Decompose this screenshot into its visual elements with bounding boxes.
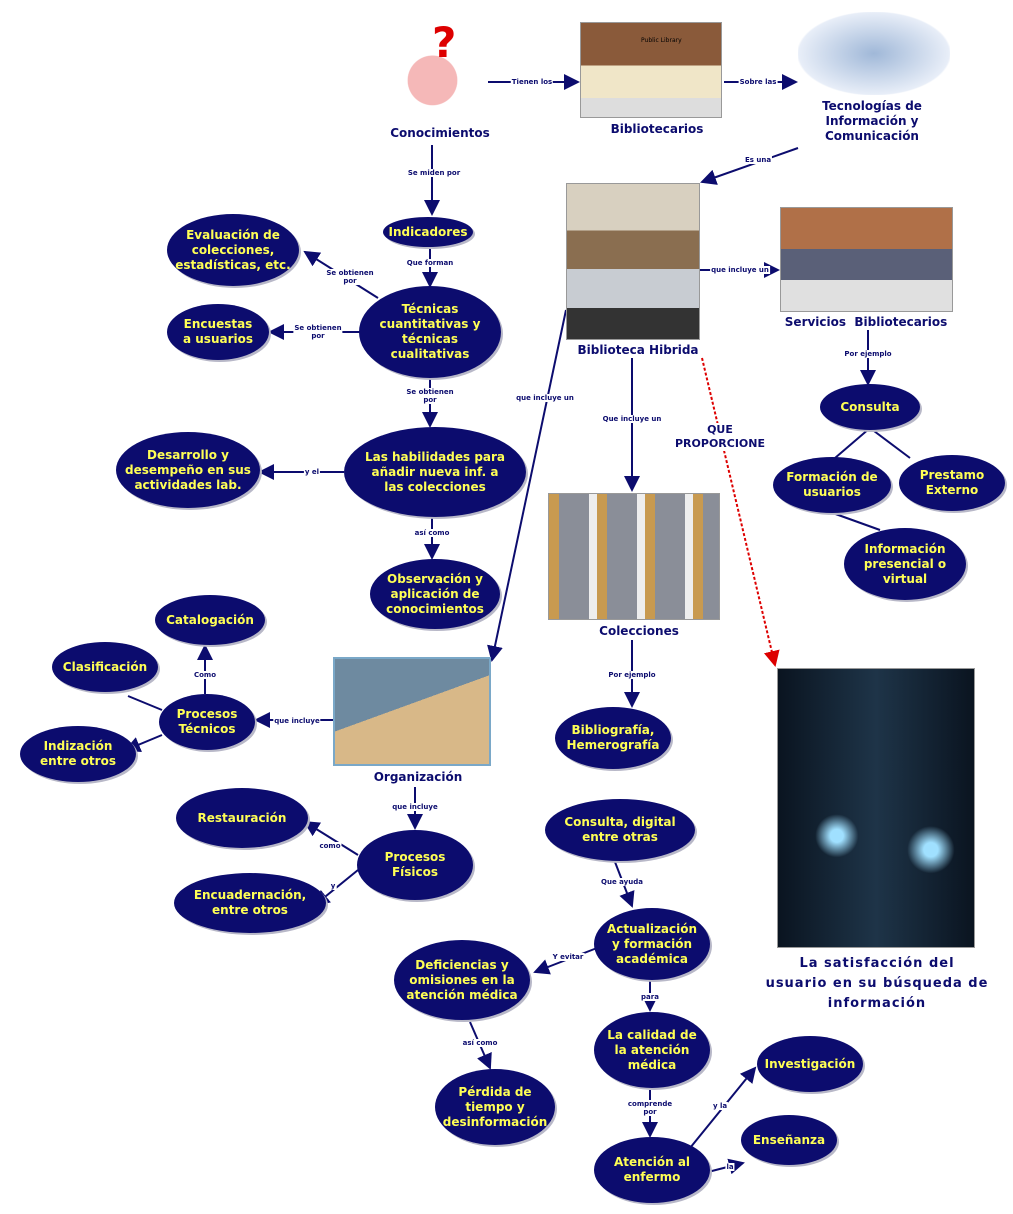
link-por-ejemplo-2: Por ejemplo <box>607 671 657 679</box>
link-por-ejemplo-1: Por ejemplo <box>843 350 893 358</box>
node-procesos-tecnicos: Procesos Técnicos <box>159 694 255 750</box>
node-consulta-digital: Consulta, digital entre otras <box>545 799 695 861</box>
node-evaluacion: Evaluación de colecciones, estadísticas,… <box>167 214 299 286</box>
node-calidad: La calidad de la atención médica <box>594 1012 710 1088</box>
node-indicadores: Indicadores <box>383 217 473 247</box>
link-comprende: comprende por <box>626 1100 674 1116</box>
tic-label: Tecnologías de Información y Comunicació… <box>822 99 922 143</box>
organizacion-label: Organización <box>373 770 463 784</box>
satisfaccion-label: La satisfacción del usuario en su búsque… <box>765 956 989 1011</box>
node-encuadernacion: Encuadernación, entre otros <box>174 873 326 933</box>
node-deficiencias: Deficiencias y omisiones en la atención … <box>394 940 530 1020</box>
link-miden: Se miden por <box>406 169 462 177</box>
public-library-sign: Public Library <box>641 37 682 44</box>
link-es-una: Es una <box>743 156 773 164</box>
link-como-2: como <box>318 842 342 850</box>
node-observacion: Observación y aplicación de conocimiento… <box>370 559 500 629</box>
link-obtienen-2: Se obtienen por <box>293 324 343 340</box>
link-tienen: Tienen los <box>510 78 554 86</box>
link-ayuda: Que ayuda <box>600 878 644 886</box>
node-bibliografia: Bibliografía, Hemerografía <box>555 707 671 769</box>
link-asi-como: así como <box>413 529 451 537</box>
link-incluye-hibrida: que incluye un <box>515 394 575 402</box>
node-desarrollo: Desarrollo y desempeño en sus actividade… <box>116 432 260 508</box>
node-tecnicas: Técnicas cuantitativas y técnicas cualit… <box>359 286 501 378</box>
link-incluye-colecciones: Que incluye un <box>601 415 663 423</box>
link-evitar: Y evitar <box>551 953 585 961</box>
question-mark-icon: ? <box>432 18 457 67</box>
collections-image <box>548 493 720 620</box>
conocimientos-label: Conocimientos <box>390 126 490 140</box>
servicios-label: Servicios Bibliotecarios <box>784 315 948 329</box>
ict-image <box>798 12 950 95</box>
node-informacion: Información presencial o virtual <box>844 528 966 600</box>
biblioteca-hibrida-label: Biblioteca Hibrida <box>577 343 699 357</box>
node-atencion: Atención al enfermo <box>594 1137 710 1203</box>
node-indizacion: Indización entre otros <box>20 726 136 782</box>
link-incluye-pf: que incluye <box>391 803 439 811</box>
public-library-image: Public Library <box>580 22 722 118</box>
link-sobre: Sobre las <box>738 78 778 86</box>
node-encuestas: Encuestas a usuarios <box>167 304 269 360</box>
thinking-person-image: ? <box>380 18 485 122</box>
node-habilidades: Las habilidades para añadir nueva inf. a… <box>344 427 526 517</box>
link-obtienen-3: Se obtienen por <box>405 388 455 404</box>
link-forman: Que forman <box>405 259 455 267</box>
node-procesos-fisicos: Procesos Físicos <box>357 830 473 900</box>
node-ensenanza: Enseñanza <box>741 1115 837 1165</box>
link-y: y <box>329 882 337 890</box>
node-investigacion: Investigación <box>757 1036 863 1092</box>
node-restauracion: Restauración <box>176 788 308 848</box>
link-incluye-servicios: que incluye un <box>710 266 770 274</box>
colecciones-label: Colecciones <box>599 624 679 638</box>
link-la: la <box>725 1163 735 1171</box>
node-catalogacion: Catalogación <box>155 595 265 645</box>
node-perdida: Pérdida de tiempo y desinformación <box>435 1069 555 1145</box>
link-y-el: y el <box>303 468 321 476</box>
link-obtienen-1: Se obtienen por <box>325 269 375 285</box>
services-image <box>780 207 953 312</box>
bibliotecarios-label: Bibliotecarios <box>610 122 704 136</box>
link-asi-como-2: así como <box>461 1039 499 1047</box>
organization-image <box>333 657 491 766</box>
link-para: para <box>640 993 660 1001</box>
node-consulta: Consulta <box>820 384 920 430</box>
link-como-1: Como <box>192 671 218 679</box>
node-actualizacion: Actualización y formación académica <box>594 908 710 980</box>
node-clasificacion: Clasificación <box>52 642 158 692</box>
node-formacion: Formación de usuarios <box>773 457 891 513</box>
link-incluye-pt: que incluye <box>273 717 321 725</box>
node-prestamo: Prestamo Externo <box>899 455 1005 511</box>
hybrid-library-image <box>566 183 700 340</box>
librarian-fantasy-image <box>777 668 975 948</box>
link-y-la: y la <box>711 1102 729 1110</box>
link-proporcione: QUE PROPORCIONE <box>673 423 767 451</box>
